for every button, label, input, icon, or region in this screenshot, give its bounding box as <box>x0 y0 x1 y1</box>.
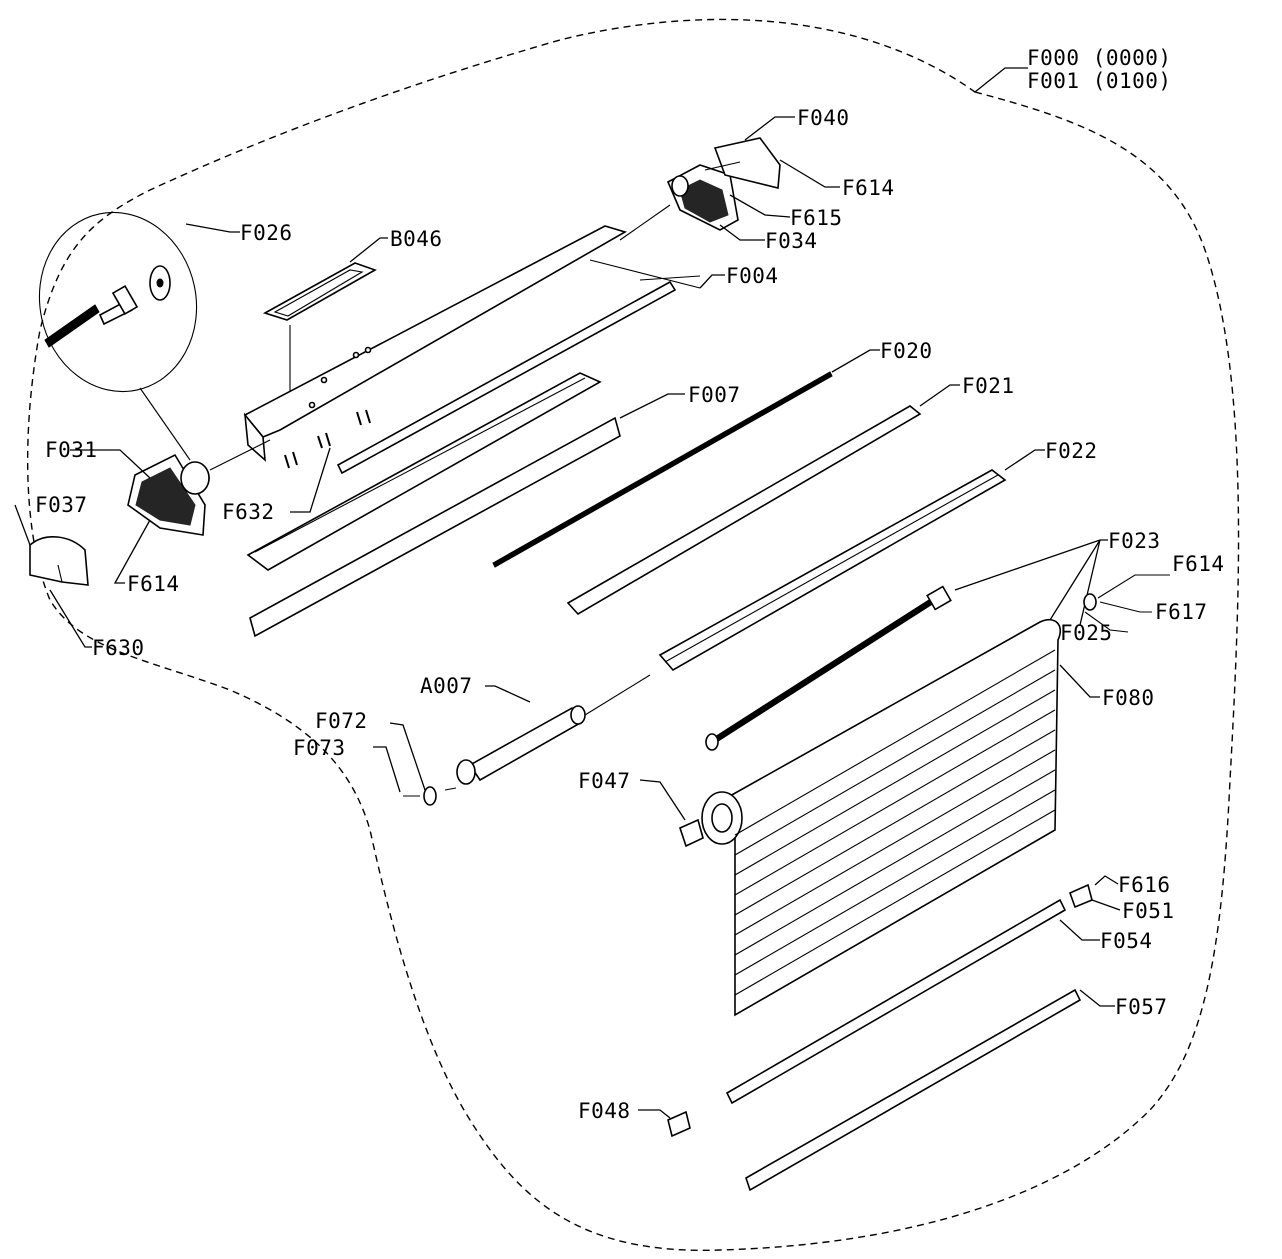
motor-tube-a007 <box>456 674 651 785</box>
label-f001: F001 (0100) <box>1027 69 1172 93</box>
rod-f020 <box>492 349 880 568</box>
label-f072: F072 <box>315 709 368 733</box>
rail-f007 <box>246 372 685 638</box>
label-f047: F047 <box>578 769 631 793</box>
label-f000: F000 (0000) <box>1027 46 1172 70</box>
clip-f048 <box>638 1109 691 1138</box>
label-f025: F025 <box>1060 621 1113 645</box>
label-f022: F022 <box>1045 439 1098 463</box>
label-f031: F031 <box>45 438 98 462</box>
label-f632: F632 <box>222 500 275 524</box>
label-f007: F007 <box>688 383 741 407</box>
end-clip-f051 <box>1068 875 1121 911</box>
shaft-f022 <box>658 449 1045 672</box>
label-f054: F054 <box>1100 929 1153 953</box>
label-f615: F615 <box>790 206 843 230</box>
screws-f632 <box>284 409 371 513</box>
label-f034: F034 <box>765 229 818 253</box>
bearing-f072 <box>373 722 457 806</box>
tube-f021 <box>566 384 960 616</box>
cover-plate-f040 <box>704 116 840 189</box>
label-f614-top: F614 <box>842 176 895 200</box>
label-f023: F023 <box>1108 529 1161 553</box>
label-f020: F020 <box>880 339 933 363</box>
label-f004: F004 <box>726 264 779 288</box>
label-f037: F037 <box>35 493 88 517</box>
label-a007: A007 <box>420 674 473 698</box>
assembly-boundary <box>26 18 1240 1251</box>
roller-curtain-f080 <box>701 618 1100 1017</box>
spring-rod-f023 <box>705 539 1108 751</box>
cover-piece-b046 <box>262 237 388 400</box>
label-f057: F057 <box>1115 995 1168 1019</box>
assembly-leader <box>974 67 1028 93</box>
label-f048: F048 <box>578 1099 631 1123</box>
motor-bracket-right <box>619 164 791 241</box>
label-f040: F040 <box>797 106 850 130</box>
label-f021: F021 <box>962 374 1015 398</box>
label-f614-left: F614 <box>127 572 180 596</box>
label-f026: F026 <box>240 221 293 245</box>
headbox-f004 <box>243 225 725 462</box>
label-f073: F073 <box>293 736 346 760</box>
headbox-strip <box>336 280 677 475</box>
label-f080: F080 <box>1102 686 1155 710</box>
bottom-bar-f054 <box>725 898 1100 1105</box>
label-f614-right: F614 <box>1172 552 1225 576</box>
plug-f047 <box>639 779 704 848</box>
rubber-strip-f057 <box>745 988 1115 1192</box>
label-f616: F616 <box>1118 873 1171 897</box>
label-f630: F630 <box>92 636 145 660</box>
right-end-pins <box>1083 574 1170 633</box>
f026-detail-view <box>38 211 240 461</box>
washer <box>180 461 210 495</box>
label-f617: F617 <box>1155 600 1208 624</box>
end-cap-left <box>14 504 92 648</box>
label-b046: B046 <box>390 227 443 251</box>
label-f051: F051 <box>1122 899 1175 923</box>
